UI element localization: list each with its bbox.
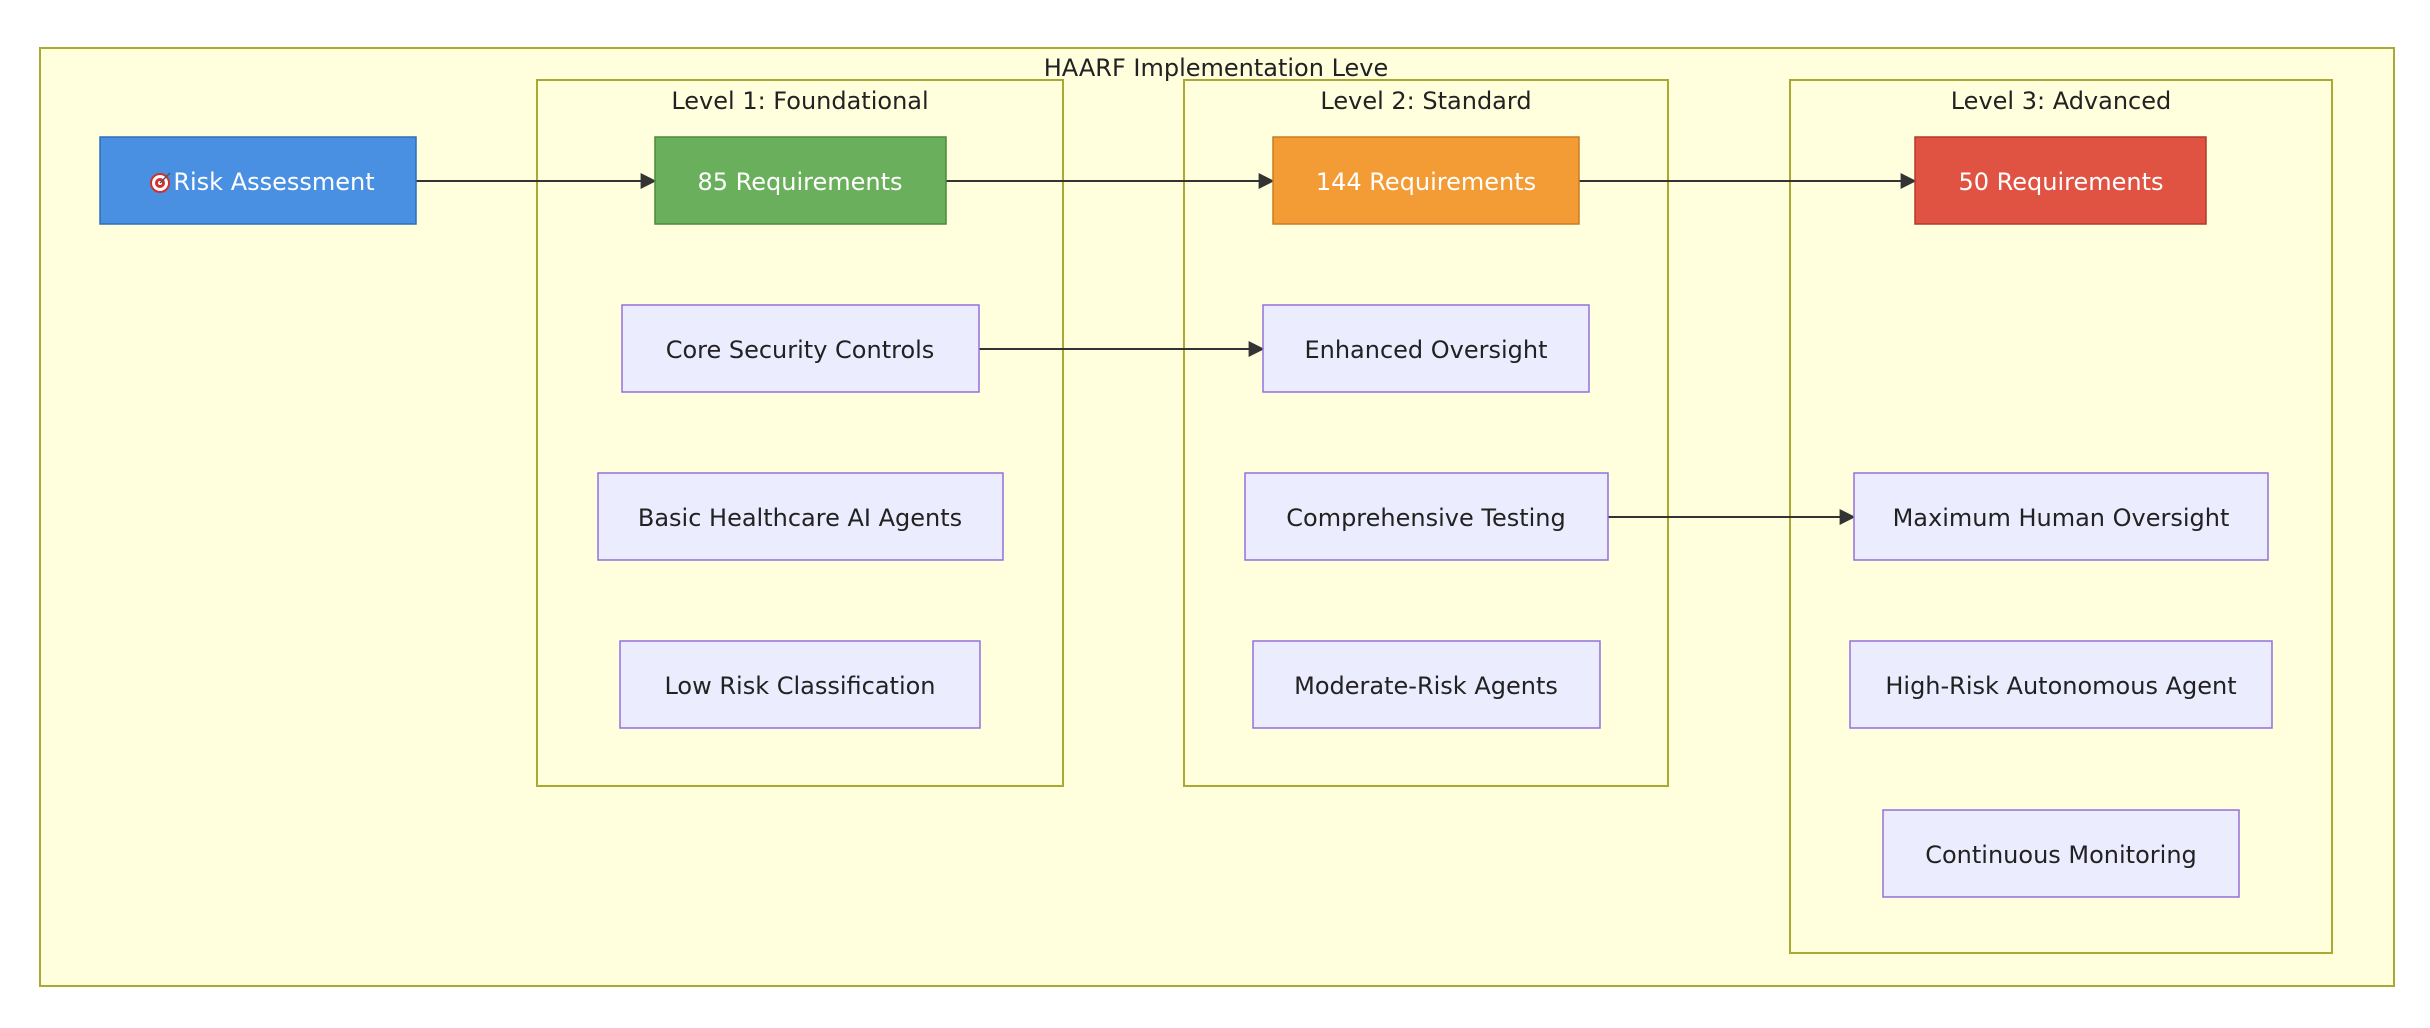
node-continuous-monitoring[interactable]: Continuous Monitoring <box>1882 809 2240 898</box>
continuous-monitoring-label: Continuous Monitoring <box>1925 841 2197 869</box>
node-basic-healthcare-agents[interactable]: Basic Healthcare AI Agents <box>597 472 1004 561</box>
node-144-requirements[interactable]: 144 Requirements <box>1272 136 1580 225</box>
node-comprehensive-testing[interactable]: Comprehensive Testing <box>1244 472 1609 561</box>
node-risk-assessment[interactable]: Risk Assessment <box>99 136 417 225</box>
core-security-label: Core Security Controls <box>666 336 935 364</box>
high-risk-agents-label: High-Risk Autonomous Agent <box>1885 672 2236 700</box>
basic-agents-label: Basic Healthcare AI Agents <box>638 504 962 532</box>
outer-cluster-title: HAARF Implementation Leve <box>1044 54 1389 82</box>
low-risk-label: Low Risk Classification <box>664 672 935 700</box>
edges <box>416 173 1917 525</box>
node-core-security-controls[interactable]: Core Security Controls <box>621 304 980 393</box>
comprehensive-testing-label: Comprehensive Testing <box>1286 504 1566 532</box>
level-1-title: Level 1: Foundational <box>671 87 928 115</box>
risk-assessment-label: Risk Assessment <box>173 168 374 196</box>
level-2-title: Level 2: Standard <box>1320 87 1531 115</box>
node-low-risk-classification[interactable]: Low Risk Classification <box>619 640 981 729</box>
req-144-label: 144 Requirements <box>1316 168 1536 196</box>
enhanced-oversight-label: Enhanced Oversight <box>1304 336 1547 364</box>
node-moderate-risk-agents[interactable]: Moderate-Risk Agents <box>1252 640 1601 729</box>
max-oversight-label: Maximum Human Oversight <box>1893 504 2230 532</box>
req-50-label: 50 Requirements <box>1958 168 2163 196</box>
node-85-requirements[interactable]: 85 Requirements <box>654 136 947 225</box>
node-enhanced-oversight[interactable]: Enhanced Oversight <box>1262 304 1590 393</box>
level-3-title: Level 3: Advanced <box>1951 87 2172 115</box>
target-icon <box>150 172 171 193</box>
req-85-label: 85 Requirements <box>697 168 902 196</box>
node-50-requirements[interactable]: 50 Requirements <box>1914 136 2207 225</box>
moderate-agents-label: Moderate-Risk Agents <box>1294 672 1558 700</box>
node-high-risk-autonomous-agent[interactable]: High-Risk Autonomous Agent <box>1849 640 2273 729</box>
node-maximum-human-oversight[interactable]: Maximum Human Oversight <box>1853 472 2269 561</box>
